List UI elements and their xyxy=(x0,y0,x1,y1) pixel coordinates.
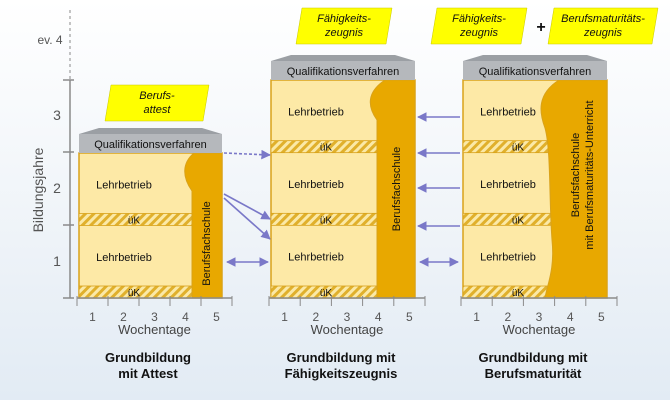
lehrbetrieb-label: Lehrbetrieb xyxy=(480,252,536,264)
badge-text: zeugnis xyxy=(324,27,363,39)
lehrbetrieb-label: Lehrbetrieb xyxy=(480,179,536,191)
qualifikationsverfahren-label: Qualifikationsverfahren xyxy=(479,66,592,78)
x-tick-label: 5 xyxy=(213,310,220,324)
arrow-attest-to-efz-diagonal xyxy=(223,197,271,240)
uk-label: üK xyxy=(320,143,333,154)
roof-band xyxy=(79,134,222,153)
lehrbetrieb-label: Lehrbetrieb xyxy=(96,252,152,264)
y-axis-group: ev. 4 3 2 1 Bildungsjahre xyxy=(30,10,74,299)
berufsfachschule-label: Berufsfachschule xyxy=(201,201,213,285)
x-axis-label: Wochentage xyxy=(118,322,191,337)
uk-label: üK xyxy=(320,288,333,299)
badge-berufsattest: Berufs-attest xyxy=(104,84,210,122)
x-axis-label: Wochentage xyxy=(503,322,576,337)
roof-band xyxy=(271,61,415,80)
arrow-attest-to-efz-diagonal xyxy=(223,193,271,220)
arrow-attest-to-efz-dotted xyxy=(223,149,271,160)
badge-text: Fähigkeits- xyxy=(452,13,506,25)
x-tick-label: 4 xyxy=(375,310,382,324)
arrows-group xyxy=(223,112,460,267)
columns-group: LehrbetriebLehrbetriebüKüKBerufsfachschu… xyxy=(76,55,618,337)
berufsfachschule-area xyxy=(540,79,608,299)
x-tick-label: 3 xyxy=(536,310,543,324)
x-tick-label: 3 xyxy=(151,310,158,324)
berufsfachschule-area xyxy=(369,79,416,299)
uk-label: üK xyxy=(512,288,525,299)
lehrbetrieb-label: Lehrbetrieb xyxy=(288,106,344,118)
badge-text: Berufs- xyxy=(139,90,175,102)
column-2: LehrbetriebLehrbetriebLehrbetriebüKüKüKB… xyxy=(460,55,618,337)
x-tick-label: 4 xyxy=(567,310,574,324)
berufsfachschule-area xyxy=(184,152,223,299)
x-tick-label: 2 xyxy=(504,310,511,324)
uk-label: üK xyxy=(512,143,525,154)
badge-shape xyxy=(104,84,210,122)
badge-berufsmaturitaetszeugnis: Berufsmaturitäts-zeugnis xyxy=(547,7,659,45)
badge-shape xyxy=(430,7,528,45)
y-tick-label: 2 xyxy=(53,180,61,196)
x-tick-label: 4 xyxy=(182,310,189,324)
qualifikationsverfahren-label: Qualifikationsverfahren xyxy=(287,66,400,78)
badge-text: zeugnis xyxy=(459,27,498,39)
badge-faehigkeitszeugnis: Fähigkeits-zeugnis xyxy=(430,7,528,45)
uk-label: üK xyxy=(320,215,333,226)
x-tick-label: 1 xyxy=(89,310,96,324)
x-axis-label: Wochentage xyxy=(311,322,384,337)
berufsfachschule-label: Berufsfachschule xyxy=(391,147,403,231)
x-tick-label: 3 xyxy=(344,310,351,324)
badge-text: Berufsmaturitäts- xyxy=(561,13,645,25)
caption-attest: Grundbildung mit Attest xyxy=(105,350,191,381)
roof-band xyxy=(463,61,607,80)
x-tick-label: 2 xyxy=(312,310,319,324)
y-tick-label: 3 xyxy=(53,107,61,123)
badge-shape xyxy=(295,7,393,45)
caption-faehigkeitszeugnis: Grundbildung mit Fähigkeitszeugnis xyxy=(284,350,398,381)
qualifikationsverfahren-label: Qualifikationsverfahren xyxy=(94,139,207,151)
x-tick-label: 1 xyxy=(281,310,288,324)
berufsmaturitaet-label: mit Berufsmaturitäts-Unterricht xyxy=(584,100,596,249)
badge-shape xyxy=(547,7,659,45)
lehrbetrieb-label: Lehrbetrieb xyxy=(288,179,344,191)
x-tick-label: 5 xyxy=(598,310,605,324)
badge-text: zeugnis xyxy=(583,27,622,39)
x-tick-label: 1 xyxy=(473,310,480,324)
uk-label: üK xyxy=(128,216,141,227)
y-axis-label: Bildungsjahre xyxy=(30,147,46,232)
lehrbetrieb-label: Lehrbetrieb xyxy=(480,106,536,118)
x-tick-label: 2 xyxy=(120,310,127,324)
berufsfachschule-label: Berufsfachschule xyxy=(570,133,582,217)
uk-label: üK xyxy=(512,215,525,226)
badge-text: attest xyxy=(144,104,172,116)
lehrbetrieb-label: Lehrbetrieb xyxy=(288,252,344,264)
uk-label: üK xyxy=(128,288,141,299)
y-tick-label: ev. 4 xyxy=(37,33,62,47)
badges-group: Berufs-attestFähigkeits-zeugnisFähigkeit… xyxy=(104,7,659,122)
column-1: LehrbetriebLehrbetriebLehrbetriebüKüKüKB… xyxy=(268,55,426,337)
caption-berufsmaturitaet: Grundbildung mit Berufsmaturität xyxy=(478,350,588,381)
badge-faehigkeitszeugnis: Fähigkeits-zeugnis xyxy=(295,7,393,45)
plus-sign: + xyxy=(536,19,545,36)
lehrbetrieb-label: Lehrbetrieb xyxy=(96,179,152,191)
x-tick-label: 5 xyxy=(406,310,413,324)
column-0: LehrbetriebLehrbetriebüKüKBerufsfachschu… xyxy=(76,128,233,337)
badge-text: Fähigkeits- xyxy=(317,13,371,25)
y-tick-label: 1 xyxy=(53,253,61,269)
